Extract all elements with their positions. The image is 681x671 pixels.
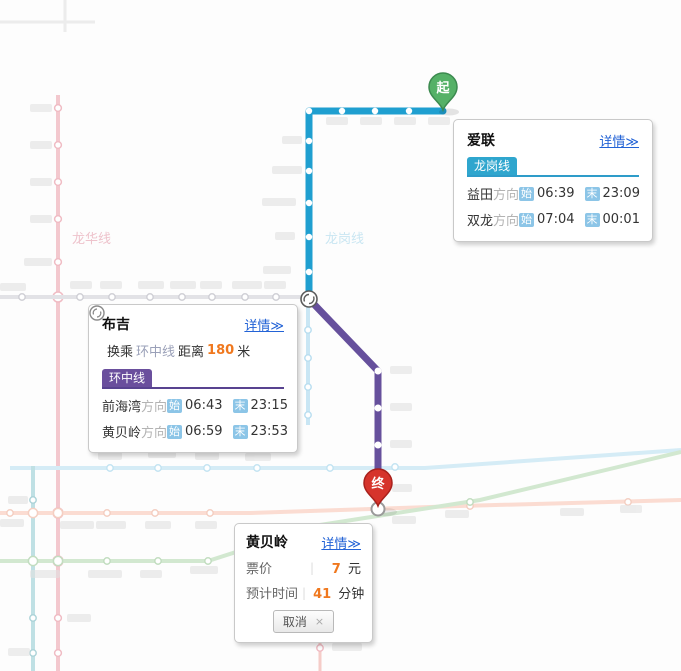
first-train-badge: 始 (167, 424, 183, 439)
cancel-button-label: 取消 (282, 615, 307, 629)
last-train-time: 23:09 (602, 186, 640, 201)
time-row: 预计时间 | 41 分钟 (246, 583, 365, 603)
transfer-distance-unit: 米 (237, 345, 251, 360)
transfer-distance-value: 180 (207, 343, 235, 358)
start-marker[interactable]: 起 (428, 72, 459, 116)
direction-suffix: 方向 (141, 400, 168, 415)
schedule-row: 双龙方向 始 07:04 末 00:01 (467, 210, 640, 229)
popup-huangbeiling-title: 黄贝岭 (246, 535, 288, 551)
schedule-row: 益田方向 始 06:39 末 23:09 (467, 184, 640, 203)
time-value: 41 (313, 587, 332, 602)
transfer-info-row: 换乘 环中线 距离 180 米 (89, 305, 284, 360)
popup-ailian-details-link[interactable]: 详情≫ (599, 134, 639, 150)
popup-ailian: 爱联 详情≫ 龙岗线 益田方向 始 06:39 末 23:09 双龙方向 始 0… (453, 119, 653, 242)
faded-peach-line (0, 498, 681, 519)
fare-unit: 元 (347, 562, 361, 577)
route-segment-longgang-line (305, 107, 447, 303)
popup-ailian-title: 爱联 (467, 133, 495, 149)
schedule-row: 前海湾方向 始 06:43 末 23:15 (102, 396, 288, 415)
popup-huangbeiling-details-link[interactable]: 详情≫ (321, 536, 361, 552)
direction-station: 黄贝岭 (102, 426, 142, 441)
fare-value: 7 (331, 562, 341, 577)
faded-gray-line (0, 0, 95, 32)
popup-buji-title: 布吉 (102, 317, 130, 333)
start-marker-label: 起 (435, 80, 450, 96)
transfer-line-name: 环中线 (136, 345, 176, 360)
first-train-badge: 始 (519, 186, 535, 201)
longgang-line-watermark: 龙岗线 (325, 232, 364, 247)
route-station-dots-purple (374, 367, 382, 449)
first-train-time: 06:39 (537, 186, 575, 201)
direction-suffix: 方向 (493, 188, 520, 203)
faded-station-labels (0, 104, 642, 656)
direction-station: 双龙 (467, 214, 494, 229)
divider: | (310, 560, 315, 575)
direction-suffix: 方向 (493, 214, 520, 229)
huanzhong-line-badge: 环中线 (102, 369, 153, 387)
time-label: 预计时间 (246, 587, 299, 602)
time-unit: 分钟 (338, 587, 365, 602)
end-marker-label: 终 (371, 476, 385, 492)
transfer-station-icon[interactable] (300, 290, 318, 308)
popup-huangbeiling: 黄贝岭 详情≫ 票价 | 7 元 预计时间 | 41 分钟 取消 × (234, 523, 373, 643)
faded-line-to-transfer (0, 293, 308, 301)
longgang-line-badge: 龙岗线 (467, 157, 518, 175)
last-train-time: 00:01 (602, 212, 640, 227)
end-marker[interactable]: 终 (363, 468, 393, 509)
last-train-badge: 末 (232, 424, 248, 439)
direction-suffix: 方向 (141, 426, 168, 441)
longhua-line-watermark: 龙华线 (72, 232, 111, 247)
direction-station: 前海湾 (102, 400, 142, 415)
last-train-time: 23:15 (250, 398, 288, 413)
cancel-button[interactable]: 取消 × (272, 610, 335, 633)
divider: | (302, 585, 307, 600)
first-train-time: 06:59 (185, 424, 223, 439)
direction-station: 益田 (467, 188, 494, 203)
fare-label: 票价 (246, 562, 273, 577)
fare-row: 票价 | 7 元 (246, 558, 361, 578)
transfer-prefix: 换乘 (107, 345, 134, 360)
first-train-badge: 始 (519, 212, 535, 227)
faded-longgang-continuation: 龙岗线 (304, 232, 364, 425)
route-station-dots-blue (305, 107, 413, 276)
last-train-time: 23:53 (250, 424, 288, 439)
end-station-ring (370, 501, 397, 517)
close-icon: × (314, 615, 325, 628)
popup-buji: 布吉 详情≫ 换乘 环中线 距离 180 米 环中线 前海湾方向 始 06:43 (88, 304, 298, 453)
transfer-distance-label: 距离 (178, 345, 205, 360)
last-train-badge: 末 (584, 212, 600, 227)
popup-buji-details-link[interactable]: 详情≫ (244, 318, 284, 334)
first-train-time: 07:04 (537, 212, 575, 227)
schedule-row: 黄贝岭方向 始 06:59 末 23:53 (102, 422, 288, 441)
faded-blue-line (10, 448, 681, 472)
first-train-time: 06:43 (185, 398, 223, 413)
last-train-badge: 末 (584, 186, 600, 201)
last-train-badge: 末 (232, 398, 248, 413)
first-train-badge: 始 (167, 398, 183, 413)
